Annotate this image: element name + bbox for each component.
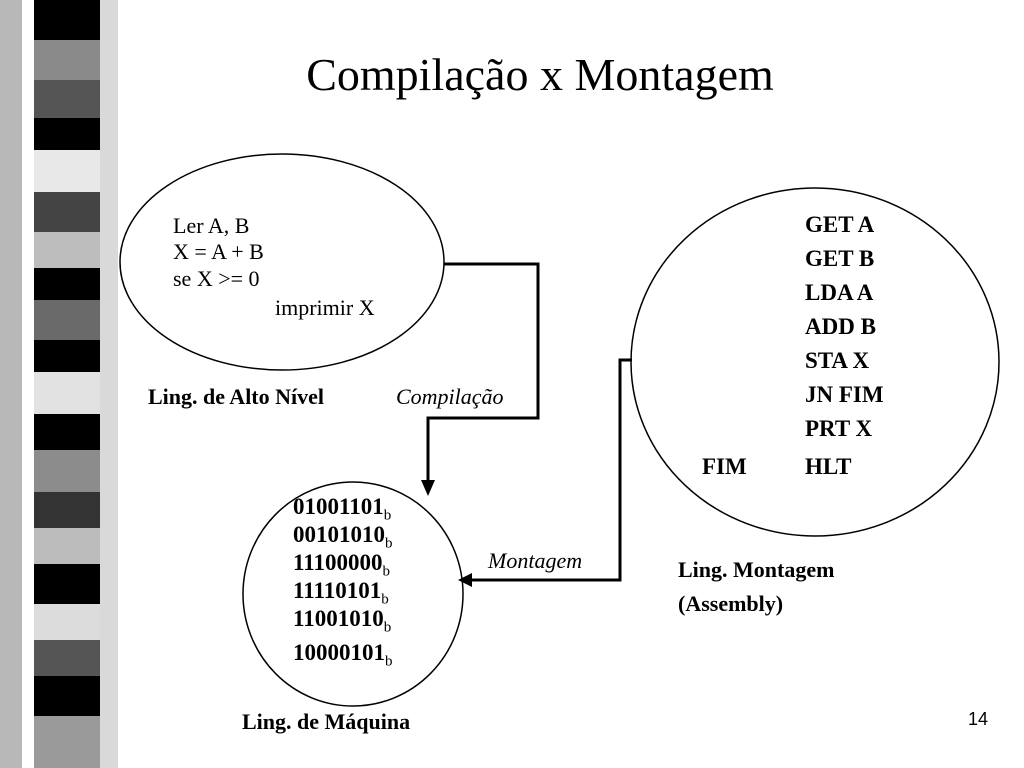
assembly-instruction-8: HLT [805,454,852,479]
high-level-line-4: imprimir X [275,295,375,320]
machine-word-value: 01001101 [293,494,384,519]
assembly-instruction-5: STA X [805,348,870,373]
machine-word-2: 00101010b [293,521,393,558]
machine-word-value: 10000101 [293,640,385,665]
assembly-instruction-4: ADD B [805,314,876,339]
machine-word-3: 11100000b [293,549,390,586]
assembly-instruction-3: LDA A [805,280,874,305]
compile-arrow-line [426,262,540,482]
assemble-arrow-line [470,358,632,582]
high-level-line-2: X = A + B [173,239,264,264]
page-number: 14 [968,709,989,729]
binary-suffix: b [382,563,390,580]
high-level-line-3: se X >= 0 [173,266,260,291]
machine-word-value: 11110101 [293,578,382,603]
high-level-ellipse [119,153,445,371]
machine-word-value: 11100000 [293,550,383,575]
machine-word-value: 00101010 [293,522,385,547]
compile-label: Compilação [396,384,504,409]
assemble-arrowhead [458,573,472,587]
binary-suffix: b [381,591,389,608]
binary-suffix: b [385,653,393,670]
machine-word-5: 11001010b [293,605,391,642]
assembly-instruction-6: JN FIM [805,382,884,407]
machine-ellipse [242,481,464,707]
binary-suffix: b [383,619,392,636]
high-level-line-1: Ler A, B [173,213,250,238]
assembly-label-fim: FIM [702,454,747,479]
assembly-caption-line-2: (Assembly) [678,591,784,616]
assembly-instruction-2: GET B [805,246,875,271]
binary-suffix: b [385,535,393,552]
machine-word-value: 11001010 [293,606,384,631]
assemble-label: Montagem [488,548,583,573]
assembly-caption-line-1: Ling. Montagem [678,557,835,582]
machine-caption: Ling. de Máquina [242,709,411,734]
assembly-instruction-7: PRT X [805,416,873,441]
assembly-instruction-1: GET A [805,212,875,237]
machine-word-1: 01001101b [293,493,391,530]
machine-word-6: 10000101b [293,639,393,676]
slide-title: Compilação x Montagem [306,49,774,100]
binary-suffix: b [383,507,392,524]
high-level-caption: Ling. de Alto Nível [148,384,325,409]
decorative-stripe-band [0,0,118,768]
machine-word-4: 11110101b [293,577,389,614]
assembly-ellipse [630,187,1000,537]
compile-arrowhead [421,480,435,496]
